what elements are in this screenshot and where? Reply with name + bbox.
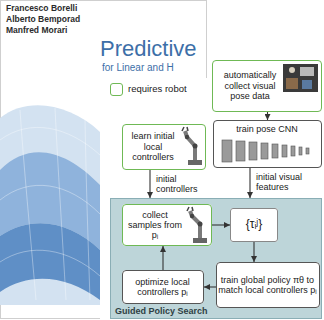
process-box: optimize local controllers pᵢ <box>122 270 204 304</box>
legend-entry: requires robot <box>110 83 187 96</box>
cnn-layer <box>299 147 302 155</box>
node-text: {τᵢʲ} <box>232 218 276 232</box>
box-fill <box>122 124 206 170</box>
photo-patch <box>286 78 298 89</box>
flow-arrow <box>212 224 230 225</box>
cnn-layer <box>282 145 287 157</box>
node-text: train global policy πθ to match local co… <box>218 275 317 296</box>
photo-frame <box>283 64 318 92</box>
book-title: Predictive <box>100 36 197 61</box>
box-fill <box>122 270 204 304</box>
node-text: train pose CNN <box>215 124 319 134</box>
legend-text: requires robot <box>128 84 187 95</box>
flow-arrow <box>149 170 150 198</box>
mesh-line <box>85 120 90 300</box>
mesh-line <box>55 108 66 300</box>
loop-band: Guided Policy Searchcollect samples from… <box>110 198 322 319</box>
robot-step-box: learn initial local controllers <box>122 124 206 170</box>
diagram-panel <box>100 78 324 320</box>
box-fill <box>213 120 322 168</box>
robot-joint <box>198 222 203 227</box>
robot-base <box>188 160 202 165</box>
cnn-layer <box>222 140 232 162</box>
process-box: train global policy πθ to match local co… <box>216 262 320 308</box>
box-fill <box>110 198 322 319</box>
robot-arm-icon <box>182 127 202 165</box>
photo-patch <box>302 80 312 89</box>
mesh-line <box>0 250 100 276</box>
photo-patch <box>289 67 295 73</box>
cnn-layer <box>306 148 309 154</box>
robot-gripper <box>187 207 193 211</box>
box-fill <box>230 208 278 242</box>
robot-joint <box>185 135 189 139</box>
robot-base <box>193 238 207 243</box>
robot-gripper <box>182 127 188 131</box>
author-name: Manfred Morari <box>6 26 67 36</box>
samples-box: {τᵢʲ} <box>230 208 278 242</box>
node-text: collect samples from pᵢ <box>126 210 184 241</box>
author-name-box: Manfred Morari <box>6 26 67 36</box>
box-fills <box>110 60 322 319</box>
author-name-box: Francesco Borelli <box>6 4 77 14</box>
cover-surface <box>0 105 100 305</box>
robot-joint <box>190 214 194 218</box>
robot-arm-icon <box>187 207 207 243</box>
flow-arrow <box>162 246 163 270</box>
cnn-icon <box>222 140 309 162</box>
edge-label-box: initial controllers <box>156 174 202 195</box>
process-box: train pose CNN <box>213 120 322 168</box>
cover-surface-dark <box>0 223 100 300</box>
flow-arrow <box>249 168 250 198</box>
edge-label: initial visual features <box>256 172 320 193</box>
author-name: Alberto Bemporad <box>6 15 80 25</box>
cover-mesh <box>0 108 100 300</box>
robot-step-box: automatically collect visual pose data <box>212 60 322 112</box>
node-text: learn initial local controllers <box>126 131 180 162</box>
photo-patch <box>300 67 314 76</box>
cnn-layer <box>236 141 245 161</box>
author-name-box: Alberto Bemporad <box>6 15 80 25</box>
box-fill <box>216 262 320 308</box>
flow-arrow <box>253 242 254 262</box>
book-subtitle: for Linear and H <box>102 62 174 74</box>
edge-label-box: initial visual features <box>256 172 320 193</box>
legend-swatch <box>110 83 123 96</box>
robot-joint <box>193 144 198 149</box>
cnn-layer <box>249 142 257 160</box>
book-title-box: Predictive <box>100 36 197 61</box>
cnn-layer <box>291 146 295 156</box>
node-text: automatically collect visual pose data <box>217 70 283 101</box>
robot-step-box: collect samples from pᵢ <box>122 204 212 246</box>
author-name: Francesco Borelli <box>6 4 77 14</box>
box-fill <box>122 204 212 246</box>
book-subtitle-box: for Linear and H <box>102 62 174 74</box>
pose-photo <box>283 64 318 92</box>
flow-arrow <box>267 112 268 120</box>
cnn-layer <box>272 144 278 158</box>
mesh-line <box>0 185 100 214</box>
edge-label: initial controllers <box>156 174 202 195</box>
flow-arrow <box>204 286 216 287</box>
mesh-line <box>20 110 36 300</box>
box-fill <box>212 60 322 112</box>
cnn-layer <box>261 143 268 159</box>
node-text: optimize local controllers pᵢ <box>124 277 201 298</box>
